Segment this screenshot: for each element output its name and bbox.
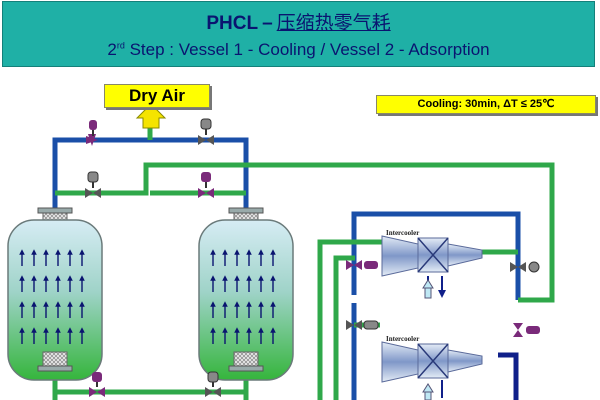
- valve-icon: [205, 371, 221, 397]
- title-prefix: PHCL: [206, 13, 259, 34]
- pipe-blue-outlet-loop: [52, 137, 249, 210]
- dry-air-arrow: [135, 103, 167, 129]
- dry-air-label: Dry Air: [104, 84, 210, 108]
- valve-icon: [198, 118, 214, 145]
- title-banner: PHCL–压缩热零气耗 2rd Step : Vessel 1 - Coolin…: [2, 1, 595, 67]
- subtitle-ordinal: rd: [116, 40, 125, 51]
- valve-icon: [89, 372, 105, 397]
- pipe-green-crossover: [55, 118, 555, 303]
- pipe-blue-right-loop: [351, 211, 521, 400]
- intercooler-bottom: [381, 341, 483, 400]
- intercooler-bottom-label: Intercooler: [386, 335, 419, 343]
- valve-icon: [510, 261, 540, 273]
- vessel-1: [7, 207, 103, 381]
- diagram-title: PHCL–压缩热零气耗: [3, 8, 594, 35]
- title-dash: –: [262, 13, 273, 34]
- intercooler-top-label: Intercooler: [386, 229, 419, 237]
- valve-icon: [85, 171, 101, 198]
- pipe-navy-right: [498, 352, 519, 400]
- valve-icon: [346, 260, 378, 270]
- valve-icon: [513, 323, 540, 337]
- subtitle-step-number: 2: [107, 40, 117, 59]
- intercooler-top: [381, 235, 483, 299]
- cooling-condition-label: Cooling: 30min, ΔT ≤ 25℃: [376, 95, 596, 114]
- vessel-2: [198, 207, 294, 381]
- subtitle-text: Step : Vessel 1 - Cooling / Vessel 2 - A…: [124, 40, 490, 59]
- valve-icon: [86, 120, 98, 146]
- valve-icon: [198, 172, 214, 198]
- valve-icon: [346, 320, 379, 330]
- title-chinese: 压缩热零气耗: [276, 12, 391, 34]
- diagram-subtitle: 2rd Step : Vessel 1 - Cooling / Vessel 2…: [3, 40, 594, 60]
